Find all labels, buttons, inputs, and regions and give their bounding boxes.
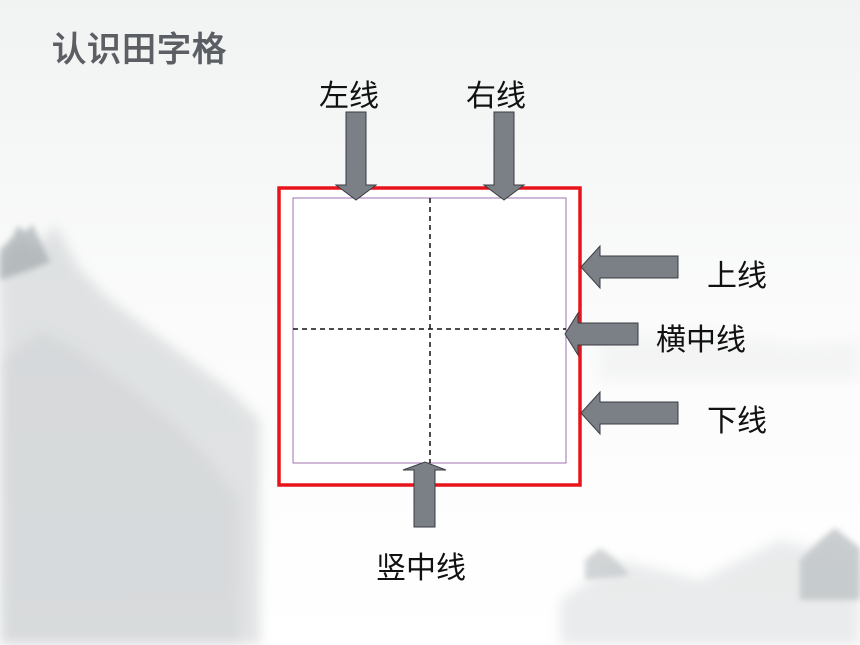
top-line-arrow-icon	[580, 244, 679, 290]
vertical-center-line-arrow-icon	[402, 461, 447, 528]
slide-title: 认识田字格	[52, 30, 227, 70]
label-right-line: 右线	[466, 79, 526, 114]
label-top-line: 上线	[707, 259, 767, 294]
label-horizontal-center-line: 横中线	[656, 323, 746, 358]
label-vertical-center-line: 竖中线	[376, 551, 466, 586]
left-line-arrow-icon	[334, 111, 378, 201]
bottom-line-arrow-icon	[580, 390, 679, 436]
right-line-arrow-icon	[482, 111, 526, 201]
horizontal-center-line-arrow-icon	[564, 311, 639, 357]
label-bottom-line: 下线	[707, 404, 767, 439]
label-left-line: 左线	[319, 79, 379, 114]
